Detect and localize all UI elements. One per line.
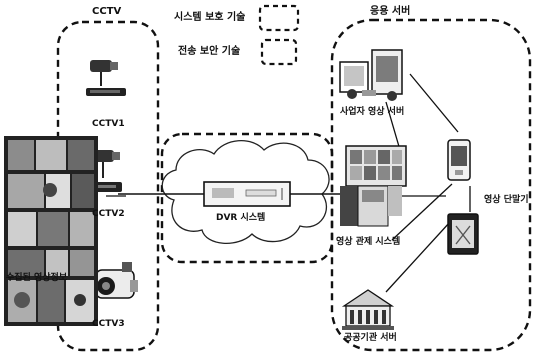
dvr-device-icon [204,182,290,206]
application-server-group-title: 응용 서버 [370,6,410,18]
cctv2-label: CCTV2 [92,208,125,220]
business-video-server-icon [340,50,402,101]
collected-video-label: 수집된 영상정보 [6,272,67,284]
video-control-system-icon [340,146,406,226]
public-agency-server-label: 공공기관 서버 [344,332,397,344]
cctv3-camera-icon [96,262,138,298]
cctv-group-title: CCTV [92,6,121,18]
business-video-server-label: 사업자 영상 서버 [340,106,404,118]
video-terminal-label: 영상 단말기 [484,194,529,206]
legend-system-protection-box [260,6,298,30]
collected-video-image [4,136,98,326]
public-agency-server-icon [342,290,394,330]
legend-transmission-security-box [262,40,296,64]
video-terminal-tablet-icon [448,214,478,254]
cctv3-label: CCTV3 [92,318,125,330]
cctv1-label: CCTV1 [92,118,125,130]
legend-transmission-security-label: 전송 보안 기술 [178,46,240,58]
cctv1-camera-icon [86,60,126,96]
dvr-system-label: DVR 시스템 [216,212,265,224]
legend-system-protection-label: 시스템 보호 기술 [174,12,245,24]
video-terminal-pda-icon [448,140,470,180]
video-control-system-label: 영상 관제 시스템 [336,236,400,248]
